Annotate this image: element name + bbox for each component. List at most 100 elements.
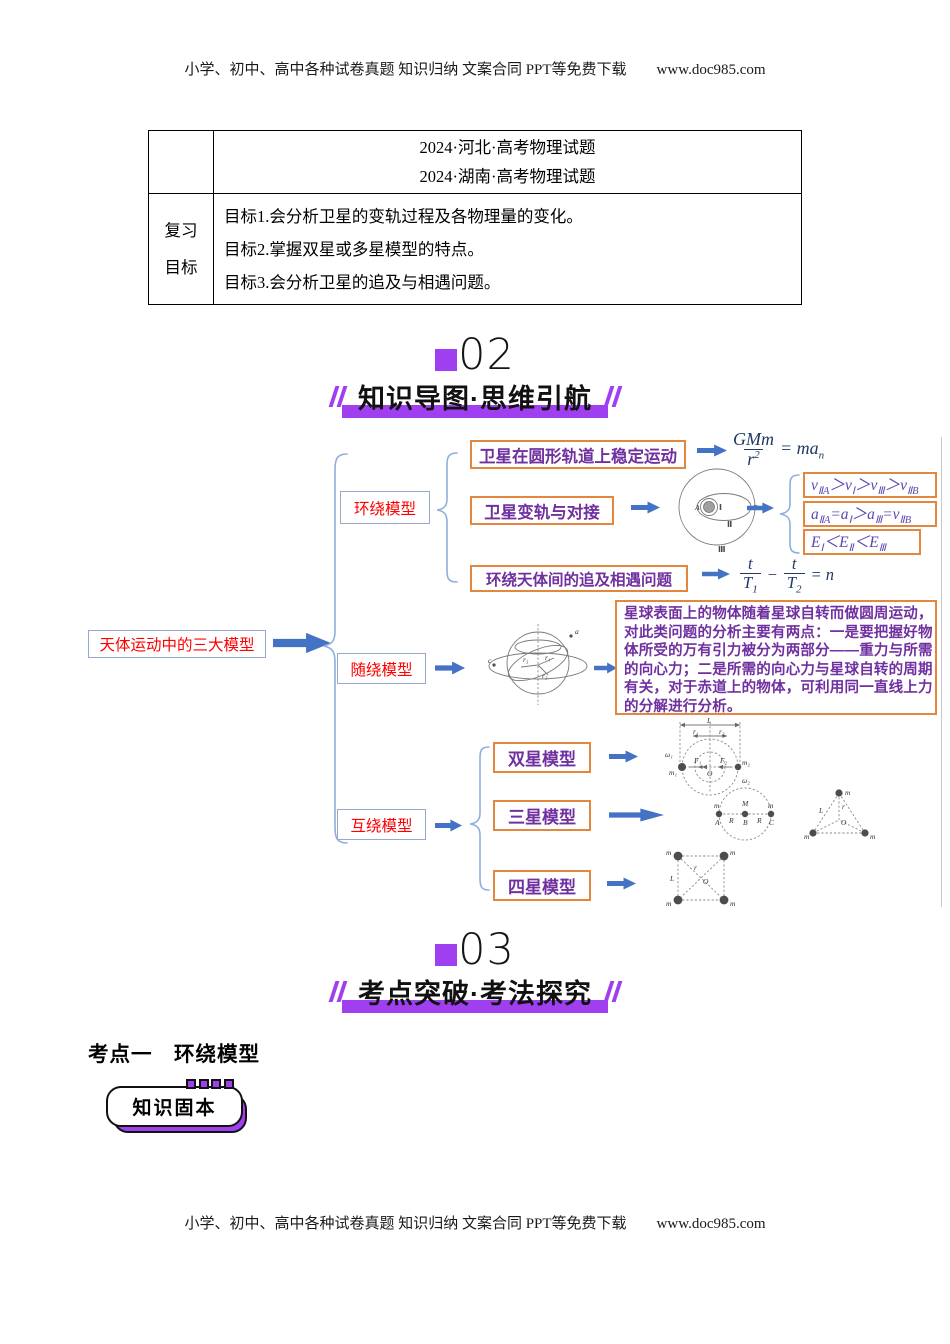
orbit-items-brace [437, 452, 458, 583]
label-r1: r₁ [545, 653, 551, 662]
section-03-number: 03 [0, 924, 950, 975]
arrow-right-icon [609, 808, 664, 822]
label-III: Ⅲ [718, 545, 726, 554]
arrow-right-icon [607, 877, 636, 890]
mindmap: 天体运动中的三大模型 环绕模型 卫星在圆形轨道上稳定运动 GMm r2 = ma… [85, 425, 947, 919]
label-omega2: ω₂ [742, 776, 750, 785]
branch-mutual-node: 互绕模型 [337, 809, 426, 840]
label-F2: F₂ [719, 756, 728, 765]
label-a: a [575, 627, 579, 636]
label-m: m [730, 848, 736, 857]
table-goals-cell: 目标1.会分析卫星的变轨过程及各物理量的变化。 目标2.掌握双星或多星模型的特点… [213, 193, 802, 305]
page-header: 小学、初中、高中各种试卷真题 知识归纳 文案合同 PPT等免费下载 www.doc… [0, 58, 950, 79]
exam-point-title: 考点一 环绕模型 [88, 1043, 260, 1066]
goal-line: 目标2.掌握双星或多星模型的特点。 [224, 239, 484, 259]
header-url: www.doc985.com [656, 62, 766, 78]
branch-orbit-node: 环绕模型 [340, 491, 430, 524]
badge-squares-icon [186, 1079, 234, 1089]
note-line: 对此类问题的分析主要有两点：一是要把握好物 [624, 624, 933, 641]
info-table: 2024·河北·高考物理试题 2024·湖南·高考物理试题 复习 目标 目标1.… [148, 130, 802, 305]
label-L: L [669, 874, 674, 883]
section-03-title: 考点突破·考法探究 [342, 972, 608, 1013]
main-brace [323, 453, 348, 844]
label-r3: r₃ [523, 655, 529, 664]
acceleration-comparison-box: aⅡA=aⅠ＞aⅢ=vⅡB [803, 501, 937, 527]
section-number-text: 03 [458, 924, 515, 975]
label-r2: r₂ [719, 727, 725, 736]
label-r2: r₂ [542, 671, 548, 680]
rotating-globe-diagram: a c r₁ r₂ r₃ [488, 624, 588, 705]
chase-formula: t T1 − t T2 = n [740, 555, 834, 596]
rotate-model-note: 星球表面上的物体随着星球自转而做圆周运动， 对此类问题的分析主要有两点：一是要把… [615, 600, 937, 715]
label-m: m [666, 848, 672, 857]
arrow-right-icon [697, 444, 727, 457]
table-label-cell: 复习 目标 [148, 193, 214, 305]
label-r: r [842, 802, 845, 811]
arrow-right-icon [702, 568, 730, 580]
arrow-right-icon [631, 501, 660, 514]
label-r1: r₁ [693, 727, 699, 736]
note-line: 体所受的万有引力被分为两部分——重力与所需 [624, 643, 933, 660]
slash-decoration-icon [603, 386, 622, 407]
header-text: 小学、初中、高中各种试卷真题 知识归纳 文案合同 PPT等免费下载 [184, 62, 627, 78]
section-02-number: 02 [0, 333, 950, 376]
label-L: L [818, 806, 823, 815]
goal-line: 目标3.会分析卫星的追及与相遇问题。 [224, 272, 501, 292]
knowledge-badge: 知识固本 [106, 1079, 252, 1136]
orbit-item-chase-meet: 环绕天体间的追及相遇问题 [470, 565, 688, 592]
triple-star-triangle-diagram: m m m L r O [804, 788, 875, 841]
label-line: 目标 [164, 258, 198, 277]
gravity-formula: GMm r2 = man [733, 429, 825, 470]
note-line: 的分解进行分析。 [624, 698, 742, 715]
arrow-right-icon [435, 661, 465, 675]
arrow-right-icon [609, 750, 638, 763]
label-II: Ⅱ [727, 520, 732, 529]
source-line: 2024·湖南·高考物理试题 [419, 167, 596, 186]
label-m2: m₂ [742, 758, 750, 767]
slash-decoration-icon [328, 386, 347, 407]
section-02-title: 知识导图·思维引航 [342, 377, 608, 418]
label-omega1: ω₁ [665, 750, 673, 759]
mindmap-root-node: 天体运动中的三大模型 [88, 630, 266, 658]
label-m1: m₁ [669, 768, 677, 777]
table-empty-cell [148, 130, 214, 194]
label-R: R [728, 816, 734, 825]
label-M: M [741, 799, 749, 808]
label-I: Ⅰ [719, 503, 722, 512]
label-r: r [694, 863, 697, 872]
orbit-item-stable-motion: 卫星在圆形轨道上稳定运动 [470, 440, 686, 469]
label-R: R [756, 816, 762, 825]
purple-square-icon [435, 349, 458, 371]
label-O: O [841, 818, 847, 827]
label-m: m [666, 899, 672, 908]
goal-line: 目标1.会分析卫星的变轨过程及各物理量的变化。 [224, 206, 583, 226]
label-m: m [768, 801, 774, 810]
note-line: 星球表面上的物体随着星球自转而做圆周运动， [624, 606, 933, 622]
mutual-item-triple-star: 三星模型 [493, 800, 591, 831]
note-line: 的向心力；二是所需的向心力与星球自转的周期 [624, 661, 933, 678]
arrow-right-icon [747, 502, 774, 514]
formulas-brace [779, 474, 800, 554]
label-C: C [769, 818, 775, 827]
label-m: m [714, 801, 720, 810]
triple-star-circle-diagram: m M m A B C R R [714, 787, 775, 841]
double-star-diagram: L r₁ r₂ F₁ F₂ O m₁ m₂ ω₁ ω₂ [665, 717, 750, 796]
label-m: m [845, 788, 851, 797]
label-B: B [743, 818, 748, 827]
branch-rotate-node: 随绕模型 [337, 653, 426, 684]
label-F1: F₁ [693, 756, 702, 765]
label-line: 复习 [164, 221, 198, 240]
label-c: c [488, 656, 492, 665]
image-edge-line [941, 437, 942, 907]
label-O: O [707, 769, 713, 778]
four-star-diagram: m m m m L r O [666, 848, 736, 908]
source-line: 2024·河北·高考物理试题 [419, 138, 596, 157]
section-02-header: 02 知识导图·思维引航 [0, 333, 950, 418]
label-m: m [730, 899, 736, 908]
purple-square-icon [435, 944, 458, 966]
section-03-header: 03 考点突破·考法探究 [0, 924, 950, 1013]
slash-decoration-icon [328, 981, 347, 1002]
highlight-bar [342, 1000, 608, 1013]
